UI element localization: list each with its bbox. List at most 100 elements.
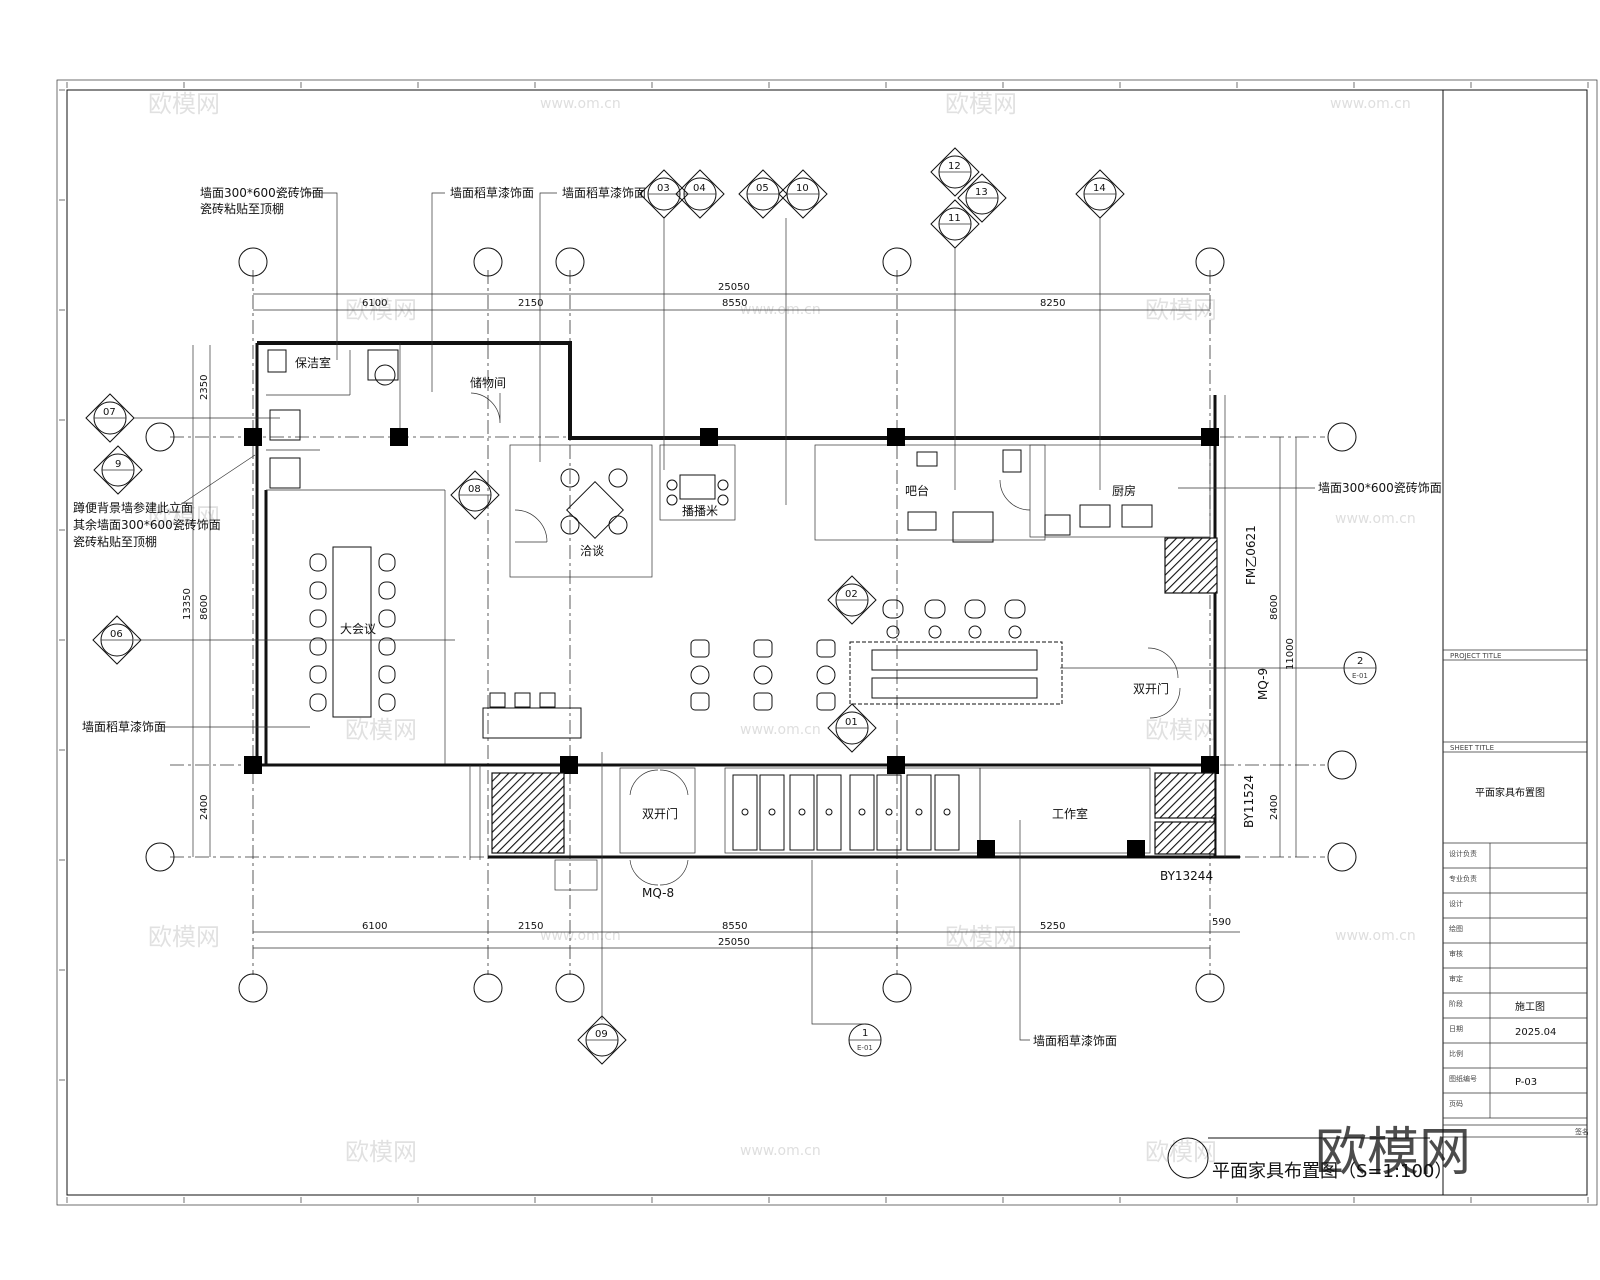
room-label-meeting: 大会议 <box>340 622 376 636</box>
dim-top-seg: 6100 <box>362 298 387 309</box>
svg-text:08: 08 <box>468 484 481 495</box>
dim-right-seg: 8600 <box>1269 595 1280 620</box>
lounge-chair <box>816 692 836 711</box>
lounge-seating <box>690 639 836 711</box>
locker <box>906 774 932 851</box>
dim-left-seg: 8600 <box>199 595 210 620</box>
watermark-url: www.om.cn <box>540 96 621 112</box>
dim-bottom-total: 25050 <box>718 937 750 948</box>
door-code-by2: BY13244 <box>1160 869 1213 883</box>
note-tile-1: 墙面300*600瓷砖饰面 <box>200 185 324 200</box>
title-block-row-label: 设计负责 <box>1449 849 1477 858</box>
title-block-row-label: 设计 <box>1449 899 1463 908</box>
chair <box>309 581 327 600</box>
title-block-row-label: 图纸编号 <box>1449 1074 1477 1083</box>
svg-text:12: 12 <box>948 161 961 172</box>
title-block-row-label: 审定 <box>1449 974 1463 983</box>
elevation-markers: 03 04 05 10 12 13 11 14 07 9 08 06 02 01… <box>85 147 1377 1065</box>
svg-text:07: 07 <box>103 407 116 418</box>
watermarks: 欧模网 www.om.cn 欧模网 www.om.cn 欧模网 www.om.c… <box>148 90 1416 1166</box>
title-block-row-value: 施工图 <box>1515 1000 1545 1013</box>
chair <box>309 637 327 656</box>
title-block-row-value: P-03 <box>1515 1077 1537 1088</box>
locker <box>789 774 815 851</box>
locker <box>816 774 842 851</box>
toilet <box>269 457 301 489</box>
watermark-text: 欧模网 <box>148 90 220 118</box>
room-label-kitchen: 厨房 <box>1112 483 1136 498</box>
dim-right-total: 11000 <box>1285 638 1296 670</box>
svg-text:01: 01 <box>845 717 858 728</box>
cooktop <box>952 511 994 543</box>
room-label-cleaning: 保洁室 <box>295 355 331 370</box>
stool <box>964 599 986 619</box>
watermark-url: www.om.cn <box>740 1143 821 1159</box>
dim-bottom-seg: 6100 <box>362 921 387 932</box>
chair <box>309 553 327 572</box>
svg-text:10: 10 <box>796 183 809 194</box>
toilet <box>269 409 301 441</box>
title-block-row-label: 专业负责 <box>1449 874 1477 883</box>
chair <box>378 637 396 656</box>
hatched-shafts <box>491 537 1218 855</box>
furniture <box>267 349 1181 886</box>
title-block-row-label: 审核 <box>1449 949 1463 958</box>
drawing-title-text: 平面家具布置图（S=1:100） <box>1212 1161 1452 1182</box>
watermark-url: www.om.cn <box>1330 96 1411 112</box>
watermark-text: 欧模网 <box>345 1138 417 1166</box>
columns <box>244 428 1219 858</box>
locker <box>849 774 875 851</box>
locker-cabinets <box>732 774 960 851</box>
stool <box>882 599 904 619</box>
watermark-text: 欧模网 <box>1145 1138 1217 1166</box>
watermark-url: www.om.cn <box>540 928 621 944</box>
locker <box>934 774 960 851</box>
title-block-row-label: 日期 <box>1449 1025 1463 1033</box>
note-straw-paint: 墙面稻草漆饰面 <box>450 186 534 200</box>
watermark-url: www.om.cn <box>1335 928 1416 944</box>
svg-text:06: 06 <box>110 629 123 640</box>
dim-bottom-seg: 8550 <box>722 921 747 932</box>
chair <box>309 665 327 684</box>
side-table <box>816 665 836 685</box>
sheet-title-label: SHEET TITLE <box>1450 744 1494 752</box>
room-label-workroom: 工作室 <box>1052 806 1088 821</box>
svg-text:03: 03 <box>657 183 670 194</box>
footer-label: 签名 <box>1575 1127 1589 1136</box>
dim-bottom-seg: 2150 <box>518 921 543 932</box>
dim-left-total: 13350 <box>182 588 193 620</box>
room-label-double-door: 双开门 <box>1133 681 1169 696</box>
bar-stools <box>882 599 1026 639</box>
side-table <box>690 665 710 685</box>
recording-desk <box>679 474 716 500</box>
side-table <box>753 665 773 685</box>
note-tile-wall: 墙面300*600瓷砖饰面 <box>1318 480 1442 495</box>
svg-text:04: 04 <box>693 183 706 194</box>
stool <box>1004 599 1026 619</box>
note-toilet-wall: 瓷砖粘贴至顶棚 <box>73 534 157 549</box>
door-code-mq9: MQ-9 <box>1256 668 1270 700</box>
title-block-row-label: 阶段 <box>1449 999 1463 1008</box>
stool-seat <box>886 625 900 639</box>
svg-text:E-01: E-01 <box>857 1044 873 1052</box>
sheet-border <box>66 89 1588 1196</box>
dim-left-seg: 2350 <box>199 375 210 400</box>
lounge-chair <box>753 692 773 711</box>
chair <box>378 609 396 628</box>
note-straw-paint: 墙面稻草漆饰面 <box>562 186 646 200</box>
dim-left-seg: 2400 <box>199 795 210 820</box>
svg-text:05: 05 <box>756 183 769 194</box>
project-title-label: PROJECT TITLE <box>1450 652 1501 660</box>
watermark-text: 欧模网 <box>945 923 1017 951</box>
stool <box>924 599 946 619</box>
lounge-chair <box>690 692 710 711</box>
room-label-double-door: 双开门 <box>642 806 678 821</box>
island-counter <box>849 641 1063 705</box>
annotations: 墙面300*600瓷砖饰面 瓷砖粘贴至顶棚 墙面稻草漆饰面 墙面稻草漆饰面 蹲便… <box>73 185 1442 1048</box>
title-block-row-label: 绘图 <box>1449 924 1463 933</box>
stool-seat <box>1008 625 1022 639</box>
chair <box>309 693 327 712</box>
svg-text:11: 11 <box>948 213 961 224</box>
watermark-url: www.om.cn <box>1335 511 1416 527</box>
